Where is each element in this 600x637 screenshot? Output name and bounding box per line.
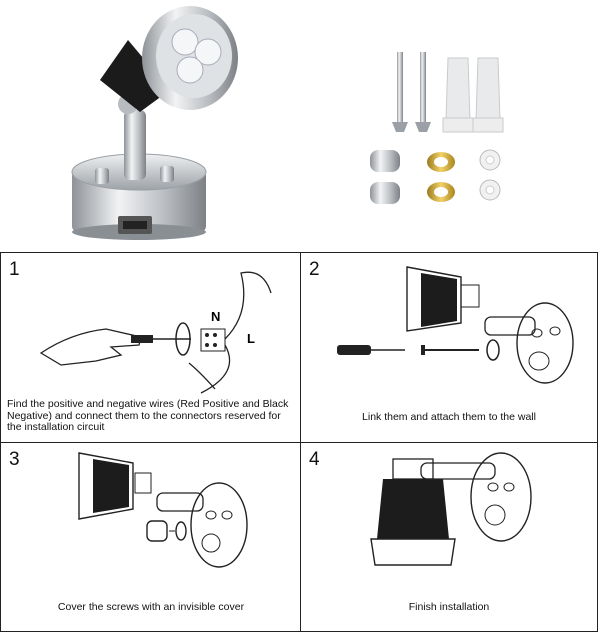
step-2-panel: 2 Link them and attach them to the wall bbox=[301, 253, 597, 443]
washers bbox=[479, 149, 501, 201]
lamp-base bbox=[71, 153, 207, 240]
step-caption: Cover the screws with an invisible cover bbox=[57, 601, 245, 613]
instruction-grid: N L 1 Find the positive and negative wir… bbox=[0, 252, 598, 632]
step-3-panel: 3 Cover the screws with an invisible cov… bbox=[1, 443, 301, 631]
product-photo-area bbox=[0, 0, 600, 248]
lamp-head bbox=[100, 6, 238, 112]
step-4-diagram bbox=[370, 452, 532, 566]
wall-anchors bbox=[442, 57, 504, 133]
cover-caps bbox=[370, 150, 400, 204]
label-n: N bbox=[211, 309, 220, 324]
step-2-diagram bbox=[337, 266, 574, 384]
step-3-diagram bbox=[78, 452, 248, 568]
screws bbox=[392, 52, 431, 132]
step-caption: Finish installation bbox=[408, 601, 490, 613]
step-caption: Link them and attach them to the wall bbox=[362, 411, 536, 423]
step-number: 3 bbox=[9, 449, 20, 470]
lamp-arm bbox=[118, 94, 146, 180]
product-illustration bbox=[71, 6, 504, 240]
step-caption: Find the positive and negative wires (Re… bbox=[7, 398, 289, 433]
step-number: 2 bbox=[309, 259, 320, 280]
step-number: 1 bbox=[9, 259, 20, 280]
brass-rings bbox=[427, 152, 455, 202]
step-1-panel: N L 1 Find the positive and negative wir… bbox=[1, 253, 301, 443]
step-number: 4 bbox=[309, 449, 320, 470]
step-4-panel: 4 Finish installation bbox=[301, 443, 597, 631]
step-1-diagram: N L bbox=[39, 271, 272, 394]
label-l: L bbox=[247, 331, 255, 346]
